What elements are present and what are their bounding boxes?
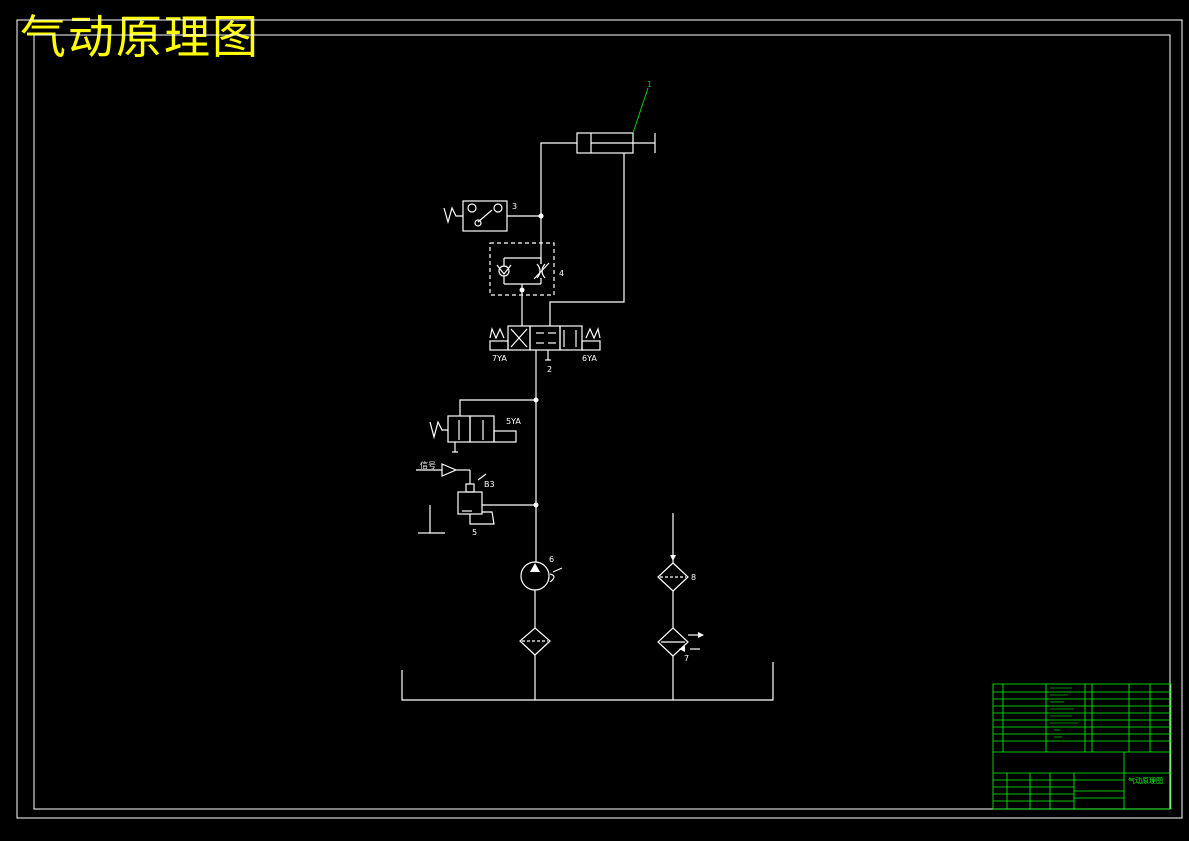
- label-cylinder: 1: [647, 80, 652, 89]
- filter: [657, 513, 689, 628]
- label-signal: 信号: [420, 460, 436, 470]
- title-block-drawing-name: 气动原理图: [1128, 776, 1163, 785]
- outer-frame: [16, 19, 1183, 819]
- leader-line: [632, 87, 649, 134]
- pump: [520, 561, 563, 628]
- label-solenoid-right: 6YA: [582, 354, 597, 363]
- pressure-switch: [416, 463, 536, 534]
- intake-filter: [519, 627, 551, 700]
- cooler: [657, 627, 700, 700]
- label-filter: 8: [691, 573, 696, 582]
- cylinder: [576, 132, 656, 154]
- speed-control-valve: [489, 242, 555, 326]
- travel-valve: [443, 200, 541, 232]
- label-pressure-switch: 5: [472, 528, 477, 537]
- label-solenoid-left: 7YA: [492, 354, 507, 363]
- title-block: [992, 683, 1172, 810]
- inner-frame: [33, 34, 1171, 810]
- label-pump: 6: [549, 555, 554, 564]
- label-travel-valve: 3: [512, 202, 517, 211]
- label-pressure-switch-tag: B3: [484, 480, 495, 489]
- drawing-title: 气动原理图: [20, 10, 260, 64]
- unloading-valve: [429, 399, 536, 453]
- label-main-valve: 2: [547, 365, 552, 374]
- tank: [401, 662, 774, 701]
- directional-valve: [489, 325, 601, 400]
- label-solenoid-unload: 5YA: [506, 417, 521, 426]
- label-speed-valve: 4: [559, 269, 564, 278]
- label-cooler: 7: [684, 654, 689, 663]
